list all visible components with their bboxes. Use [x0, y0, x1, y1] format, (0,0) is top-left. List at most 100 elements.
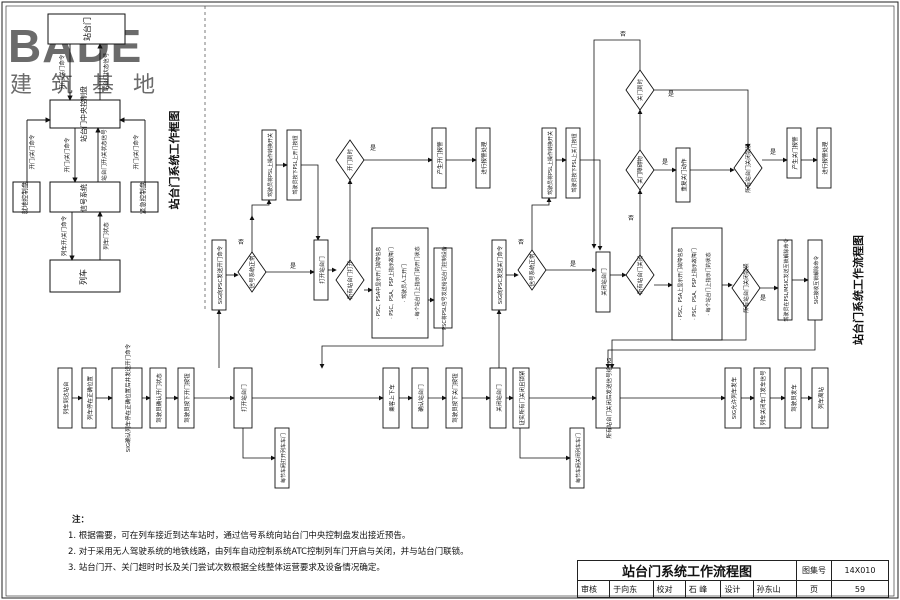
open-alarm-box: 产生开门报警 [431, 127, 447, 189]
label-yes: 是 [662, 159, 668, 166]
step-close-doors: 关闭站台门 [489, 367, 507, 429]
open-q-timeout: 开门到时 [335, 139, 365, 181]
notes: 注： 1. 根据需要，可在列车接近到达车站时，通过信号系统向站台门中央控制盘发出… [68, 512, 588, 576]
open-handle-box-label: 进行报警处理 [480, 141, 488, 175]
arrow-label: 站台门状态信号 [102, 52, 110, 91]
arrow-label: 列车门状态 [102, 222, 110, 250]
step-open-doors-label: 打开站台门 [240, 384, 248, 412]
box-signal-system-label: 信号系统 [79, 184, 88, 212]
step-driver-close-button-label: 驾驶员按下关门按钮 [451, 373, 459, 423]
open-info-box: · PSC、PSA中显示开门故障信息 · PSC、PSA、PSP上指示故障门 · 驾… [371, 227, 429, 339]
open-q-timeout-label: 开门到时 [346, 149, 354, 172]
step-close-train-doors-each: 每节车厢关闭列车车门 [569, 427, 585, 489]
notes-title: 注： [72, 515, 90, 525]
step-close-train-doors: 列车关闭车门发车信号 [753, 367, 771, 429]
step-send-sig-label: 所有站台门关闭后发送信号给SIG [605, 358, 613, 439]
close-retry-box-label: 重复关门动作 [680, 158, 688, 192]
open-handle-box: 进行报警处理 [475, 127, 491, 189]
close-info-box: · PSC、PSA上显示开门故障信息· PSC、PSA、PSP上指示故障门· 每… [671, 227, 723, 341]
step-close-train-doors-label: 列车关闭车门发车信号 [759, 370, 767, 426]
close-retry-box: 重复关门动作 [675, 147, 691, 203]
open-info-line: · 每个站台门上指示门的开门状态 [414, 246, 421, 319]
arrow-label: 列车开/关门命令 [60, 215, 68, 256]
step-driver-confirm-label: 驾驶员确认开门状态 [155, 373, 163, 423]
step-driver-confirm: 驾驶员确认开门状态 [149, 367, 167, 429]
step-driver-close-button: 驾驶员按下关门按钮 [445, 367, 463, 429]
label-yes: 是 [370, 145, 376, 152]
step-driver-depart: 驾驶员发车 [784, 367, 802, 429]
step-send-sig: 所有站台门关闭后发送信号给SIG [595, 358, 621, 439]
label-no: 否 [518, 239, 524, 246]
note-item: 2. 对于采用无人驾驶系统的地铁线路，由列车自动控制系统ATC控制列车门开启与关… [68, 547, 469, 557]
close-q-locked-label: 所有站台门关闭锁紧 [744, 143, 752, 193]
step-passengers-label: 乘客上下车 [388, 384, 396, 412]
close-manual-switch-label: 驾驶员将PSL上操作转换开关 [547, 131, 554, 195]
label-yes: 是 [570, 261, 576, 268]
close-info-line: · 每个站台门上指示门的状态 [705, 252, 712, 315]
close-q-all-closed-label: 所有站台门关闭 [636, 256, 644, 295]
flowchart: 列车到达站台 列车停在正确位置 SIG确认列车停在正确位置后并发送开门命令 驾驶员确认… [57, 31, 832, 489]
page-number: 59 [831, 580, 889, 598]
reviewer-name: 于向东 [609, 580, 654, 598]
system-block-diagram: 站台门 站台门中央控制盘 信号系统 列车 就地控制盘 紧急控制盘 开门/关门命令… [12, 13, 181, 293]
close-q-timer: 关门到时 [625, 69, 655, 111]
step-close-doors-label: 关闭站台门 [495, 384, 503, 412]
close-q-locked-2: 所有站台门关闭锁紧 [731, 263, 761, 313]
step-close-train-doors-each-label: 每节车厢关闭列车车门 [575, 433, 582, 483]
open-doors-box: 打开站台门 [313, 239, 329, 301]
step-train-arrives-label: 列车到达站台 [62, 381, 70, 415]
close-manual-button: 驾驶员按下PSL上关门按钮 [565, 127, 581, 199]
step-train-stopped-label: 列车停在正确位置 [86, 376, 94, 421]
step-sig-depart-label: SIG允许列车发车 [730, 376, 738, 419]
box-platform-door-label: 站台门 [82, 17, 92, 41]
label-no: 否 [238, 239, 244, 246]
close-manual-switch: 驾驶员将PSL上操作转换开关 [541, 127, 557, 199]
close-cmd-box: SIG向PSC发送关门命令 [491, 239, 507, 311]
box-signal-system [49, 181, 121, 213]
open-info-line: · PSC、PSA中显示开门故障信息 [375, 247, 382, 320]
label-yes: 是 [668, 91, 674, 98]
label-yes: 是 [770, 149, 776, 156]
step-sig-depart: SIG允许列车发车 [724, 367, 742, 429]
label-no: 否 [628, 215, 634, 222]
step-passengers: 乘客上下车 [382, 367, 400, 429]
open-info-line: · PSC、PSA、PSP上指示故障门 [388, 247, 395, 319]
open-q-signal-ok-label: 信号系统正常 [248, 255, 256, 289]
box-central-control-label: 站台门中央控制盘 [79, 86, 88, 142]
logo-subtitle: 建 筑 基 地 [10, 73, 161, 98]
close-sig-receive: SIG接收互锁解除命令 [807, 239, 823, 321]
close-info-line: · PSC、PSA、PSP上指示故障门 [691, 248, 698, 320]
open-doors-box-label: 打开站台门 [318, 256, 326, 284]
open-cmd-box-label: SIG向PSC发送开门命令 [216, 245, 224, 304]
title-block: 站台门系统工作流程图 图集号 14X010 审核 于向东 校对 石 峰 设计 孙… [576, 560, 889, 598]
step-verify-locked: 证实所有门关闭且锁紧 [512, 367, 530, 429]
open-q-all-opened: 所有站台门打开 [335, 259, 365, 301]
open-q-signal-ok: 信号系统正常 [237, 251, 267, 293]
bade-logo: BADE 建 筑 基 地 [8, 20, 161, 98]
page-label: 页 [796, 580, 832, 598]
open-manual-button-label: 驾驶员按下PSL上开门按钮 [292, 136, 299, 195]
note-item: 3. 站台门开、关门超时时长及关门尝试次数根据全线整体运营要求及设备情况确定。 [68, 563, 385, 573]
step-train-leaves-label: 列车离站 [817, 387, 825, 410]
step-driver-depart-label: 驾驶员发车 [790, 384, 798, 412]
open-psl-feedback-label: PSC将PSL信号发送给站台门控制设备 [441, 246, 448, 330]
box-emergency-panel [130, 181, 159, 213]
note-item: 1. 根据需要，可在列车接近到达车站时，通过信号系统向站台门中央控制盘发出接近预… [68, 531, 411, 541]
atlas-label: 图集号 [796, 560, 832, 581]
open-cmd-box: SIG向PSC发送开门命令 [211, 239, 227, 311]
close-q-all-closed: 所有站台门关闭 [625, 254, 655, 296]
arrow-label: 开门/关门命令 [58, 54, 66, 89]
box-train-label: 列车 [78, 269, 88, 285]
step-train-leaves: 列车离站 [811, 367, 829, 429]
open-psl-feedback: PSC将PSL信号发送给站台门控制设备 [433, 246, 453, 330]
step-verify-locked-label: 证实所有门关闭且锁紧 [518, 370, 526, 426]
open-info-line: · 驾驶员人工开门 [401, 264, 408, 302]
open-alarm-box-label: 产生开门报警 [436, 141, 444, 175]
close-handle-box-label: 进行报警处理 [821, 141, 829, 175]
close-q-signal-ok: 信号系统正常 [517, 249, 547, 291]
close-q-obstacle-label: 关门障碍物 [636, 156, 644, 184]
box-local-panel-label: 就地控制盘 [20, 181, 29, 214]
close-manual-button-label: 驾驶员按下PSL上关门按钮 [571, 134, 578, 193]
step-sig-confirm: SIG确认列车停在正确位置后并发送开门命令 [111, 343, 143, 452]
review-label: 审核 [576, 580, 611, 598]
